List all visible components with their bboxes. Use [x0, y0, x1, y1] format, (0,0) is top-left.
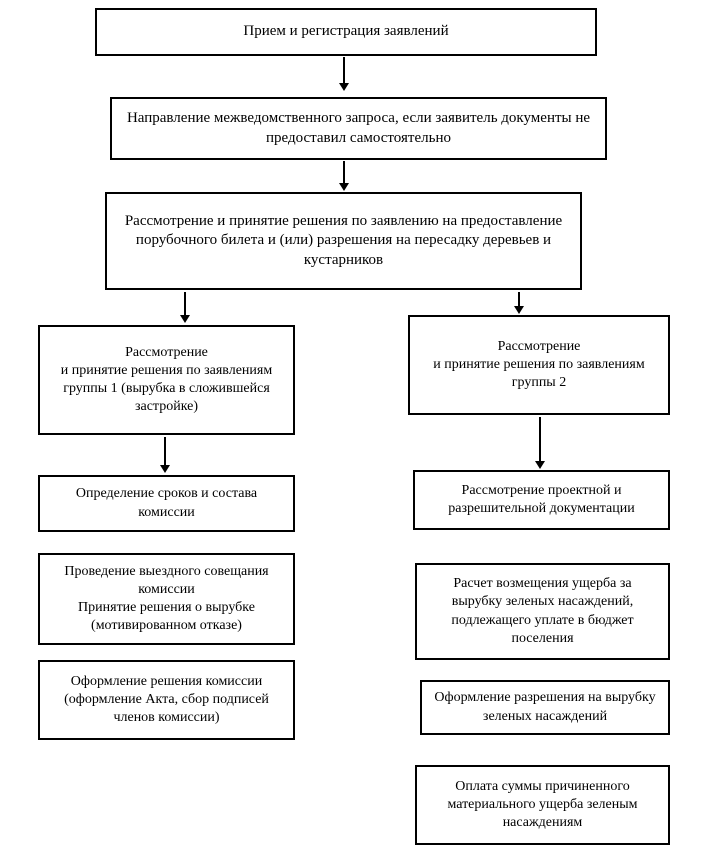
node-group1-review: Рассмотрение и принятие решения по заявл… [38, 325, 295, 435]
arrow-group1-to-commission-terms [159, 437, 171, 473]
node-commission-terms: Определение сроков и состава комиссии [38, 475, 295, 532]
node-reception: Прием и регистрация заявлений [95, 8, 597, 56]
arrow-review-to-group2 [513, 292, 525, 314]
node-application-review-label: Рассмотрение и принятие решения по заявл… [124, 212, 563, 268]
node-interagency-request-label: Направление межведомственного запроса, е… [126, 110, 591, 146]
arrow-request-to-review [338, 161, 350, 191]
node-permit-issuance: Оформление разрешения на вырубку зеленых… [420, 680, 670, 735]
arrow-group2-to-documentation-review [534, 417, 546, 469]
node-application-review: Рассмотрение и принятие решения по заявл… [105, 192, 582, 290]
node-group1-review-label: Рассмотрение и принятие решения по заявл… [60, 344, 273, 415]
arrow-head-icon [180, 315, 190, 323]
arrow-shaft [539, 417, 541, 461]
arrow-shaft [164, 437, 166, 465]
node-damage-payment-label: Оплата суммы причиненного материального … [447, 778, 638, 831]
arrow-head-icon [339, 183, 349, 191]
node-field-meeting: Проведение выездного совещания комиссии … [38, 553, 295, 645]
node-group2-review-label: Рассмотрение и принятие решения по заявл… [433, 338, 645, 391]
node-project-docs-review: Рассмотрение проектной и разрешительной … [413, 470, 670, 530]
node-field-meeting-label: Проведение выездного совещания комиссии … [64, 563, 269, 634]
arrow-head-icon [160, 465, 170, 473]
arrow-review-to-group1 [179, 292, 191, 323]
node-reception-label: Прием и регистрация заявлений [243, 23, 449, 40]
node-project-docs-review-label: Рассмотрение проектной и разрешительной … [448, 482, 635, 516]
arrow-shaft [343, 161, 345, 183]
node-commission-decision-paperwork: Оформление решения комиссии (оформление … [38, 660, 295, 740]
node-damage-calculation-label: Расчет возмещения ущерба за вырубку зеле… [451, 576, 634, 646]
node-commission-terms-label: Определение сроков и состава комиссии [75, 486, 258, 520]
node-interagency-request: Направление межведомственного запроса, е… [110, 97, 607, 160]
node-group2-review: Рассмотрение и принятие решения по заявл… [408, 315, 670, 415]
arrow-reception-to-request [338, 57, 350, 91]
arrow-head-icon [535, 461, 545, 469]
arrow-shaft [184, 292, 186, 315]
node-damage-payment: Оплата суммы причиненного материального … [415, 765, 670, 845]
arrow-head-icon [339, 83, 349, 91]
arrow-shaft [518, 292, 520, 306]
node-commission-decision-paperwork-label: Оформление решения комиссии (оформление … [64, 673, 269, 726]
node-damage-calculation: Расчет возмещения ущерба за вырубку зеле… [415, 563, 670, 660]
arrow-shaft [343, 57, 345, 83]
node-permit-issuance-label: Оформление разрешения на вырубку зеленых… [434, 690, 656, 724]
arrow-head-icon [514, 306, 524, 314]
